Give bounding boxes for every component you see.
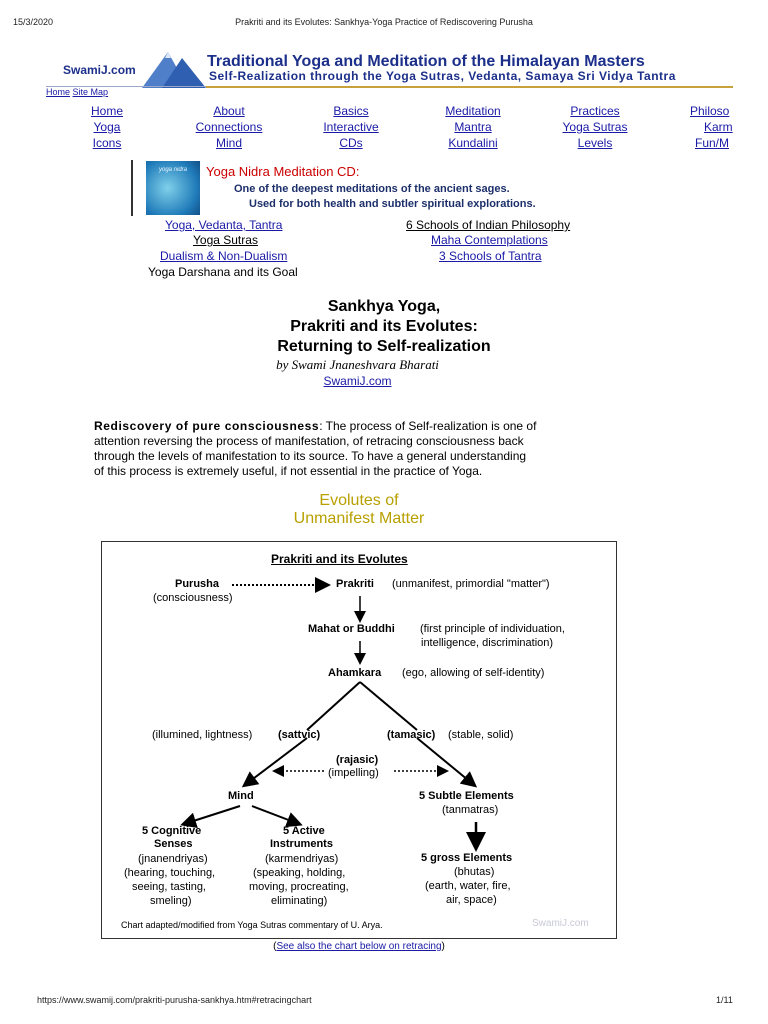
article-title-line-2: Prakriti and its Evolutes: — [290, 318, 478, 335]
site-map-link[interactable]: Site Map — [72, 87, 109, 97]
banner-subtitle: Self-Realization through the Yoga Sutras… — [209, 69, 676, 83]
print-url: https://www.swamij.com/prakriti-purusha-… — [37, 995, 312, 1005]
cd-title[interactable]: Yoga Nidra Meditation CD: — [206, 164, 360, 179]
section-heading-line-1: Evolutes of — [319, 492, 399, 509]
node-gross-elements: 5 gross Elements — [421, 852, 513, 864]
cd-cover-text: yoga nidra — [158, 167, 188, 173]
node-cognitive-2: Senses — [154, 838, 193, 850]
lead-line-4: of this process is extremely useful, if … — [94, 464, 483, 478]
node-mind: Mind — [228, 790, 254, 802]
node-tamasic: (tamasic) — [387, 729, 436, 741]
home-link[interactable]: Home — [46, 87, 71, 97]
link-dualism[interactable]: Dualism & Non-Dualism — [160, 249, 288, 263]
node-cognitive-5: seeing, tasting, — [132, 881, 206, 893]
node-cognitive-4: (hearing, touching, — [124, 867, 216, 879]
see-also-open: ( — [273, 941, 277, 952]
byline-link[interactable]: SwamiJ.com — [323, 374, 392, 388]
nav-yoga[interactable]: Yoga — [93, 120, 121, 134]
node-active-5: moving, procreating, — [249, 881, 349, 893]
prakriti-diagram: Prakriti and its Evolutes Purusha (consc… — [101, 541, 617, 939]
link-3-schools-tantra[interactable]: 3 Schools of Tantra — [439, 249, 542, 263]
banner-rule — [206, 86, 733, 88]
nav-about[interactable]: About — [213, 104, 245, 118]
nav-cds[interactable]: CDs — [339, 136, 363, 150]
node-gross-note-3: air, space) — [446, 894, 497, 906]
node-rajasic: (rajasic) — [336, 754, 379, 766]
node-prakriti-note: (unmanifest, primordial "matter") — [392, 578, 550, 590]
nav-basics[interactable]: Basics — [333, 104, 369, 118]
node-purusha-note: (consciousness) — [153, 592, 233, 604]
banner-rule-left — [46, 86, 206, 87]
nav-home[interactable]: Home — [90, 104, 123, 118]
node-cognitive-3: (jnanendriyas) — [138, 853, 208, 865]
nav-philosophy[interactable]: Philoso — [690, 104, 730, 118]
node-prakriti: Prakriti — [336, 578, 374, 590]
banner-title: Traditional Yoga and Meditation of the H… — [207, 53, 645, 70]
cd-line-2: Used for both health and subtler spiritu… — [249, 198, 536, 210]
note-rajasic: (impelling) — [328, 767, 379, 779]
nav-karma[interactable]: Karm — [704, 120, 733, 134]
see-also-link[interactable]: See also the chart below on retracing — [276, 941, 442, 952]
diagram-title: Prakriti and its Evolutes — [271, 552, 408, 566]
link-yoga-sutras[interactable]: Yoga Sutras — [193, 233, 258, 247]
nav-kundalini[interactable]: Kundalini — [448, 136, 498, 150]
node-gross-note-1: (bhutas) — [454, 866, 495, 878]
article-title-line-1: Sankhya Yoga, — [327, 298, 441, 315]
lead-line-1: : The process of Self-realization is one… — [319, 419, 537, 433]
lead-bold: Rediscovery of pure consciousness — [94, 419, 320, 433]
nav-practices[interactable]: Practices — [570, 104, 620, 118]
node-subtle-note: (tanmatras) — [442, 804, 499, 816]
print-page: 1/11 — [716, 995, 733, 1005]
cd-cover-image[interactable]: yoga nidra — [146, 161, 200, 215]
node-purusha: Purusha — [175, 578, 220, 590]
node-ahamkara: Ahamkara — [328, 667, 382, 679]
node-cognitive-6: smeling) — [150, 895, 192, 907]
site-name[interactable]: SwamiJ.com — [63, 63, 136, 77]
lead-paragraph: Rediscovery of pure consciousness: The p… — [94, 419, 634, 479]
lead-line-2: attention reversing the process of manif… — [94, 434, 524, 448]
print-date: 15/3/2020 — [13, 17, 54, 27]
nav-interactive[interactable]: Interactive — [323, 120, 379, 134]
node-ahamkara-note: (ego, allowing of self-identity) — [402, 667, 545, 679]
link-yoga-darshana[interactable]: Yoga Darshana and its Goal — [148, 265, 298, 279]
link-yoga-vedanta-tantra[interactable]: Yoga, Vedanta, Tantra — [165, 218, 283, 232]
node-cognitive-1: 5 Cognitive — [142, 825, 202, 837]
nav-mind[interactable]: Mind — [215, 136, 242, 150]
node-active-3: (karmendriyas) — [265, 853, 339, 865]
node-mahat-note-2: intelligence, discrimination) — [421, 637, 554, 649]
nav-icons[interactable]: Icons — [92, 136, 122, 150]
node-sattvic: (sattvic) — [278, 729, 321, 741]
article-title-line-3: Returning to Self-realization — [277, 338, 491, 355]
diagram-credit: Chart adapted/modified from Yoga Sutras … — [121, 920, 383, 930]
mountains-logo-icon — [142, 52, 206, 88]
nav-fun[interactable]: Fun/M — [695, 136, 730, 150]
see-also-close: ) — [441, 941, 445, 952]
cd-line-1: One of the deepest meditations of the an… — [234, 183, 510, 195]
note-tamasic: (stable, solid) — [448, 729, 514, 741]
node-active-1: 5 Active — [283, 825, 325, 837]
promo-divider — [131, 160, 133, 216]
section-heading-line-2: Unmanifest Matter — [293, 510, 425, 527]
nav-mantra[interactable]: Mantra — [454, 120, 492, 134]
nav-connections[interactable]: Connections — [195, 120, 263, 134]
node-mahat: Mahat or Buddhi — [308, 623, 395, 635]
link-maha-contemplations[interactable]: Maha Contemplations — [431, 233, 548, 247]
node-gross-note-2: (earth, water, fire, — [425, 880, 511, 892]
node-mahat-note-1: (first principle of individuation, — [420, 623, 565, 635]
note-sattvic: (illumined, lightness) — [152, 729, 253, 741]
lead-line-3: through the levels of manifestation to i… — [94, 449, 527, 463]
nav-meditation[interactable]: Meditation — [445, 104, 501, 118]
diagram-watermark: SwamiJ.com — [532, 918, 589, 929]
see-also: (See also the chart below on retracing) — [0, 941, 718, 952]
nav-yoga-sutras[interactable]: Yoga Sutras — [562, 120, 628, 134]
node-active-4: (speaking, holding, — [253, 867, 346, 879]
node-subtle-elements: 5 Subtle Elements — [419, 790, 514, 802]
print-title: Prakriti and its Evolutes: Sankhya-Yoga … — [235, 17, 533, 27]
node-active-6: eliminating) — [271, 895, 328, 907]
byline: by Swami Jnaneshvara Bharati — [276, 357, 439, 372]
node-active-2: Instruments — [270, 838, 333, 850]
nav-levels[interactable]: Levels — [577, 136, 613, 150]
link-6-schools[interactable]: 6 Schools of Indian Philosophy — [406, 218, 571, 232]
diagram-lines — [180, 577, 486, 852]
